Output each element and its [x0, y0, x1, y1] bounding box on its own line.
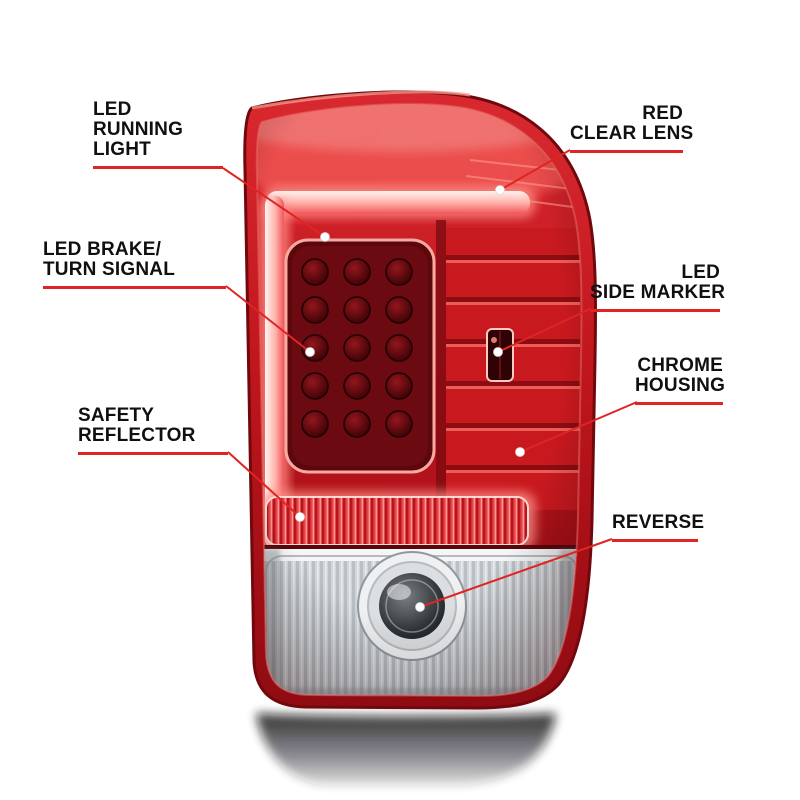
callout-led-brake-turn-signal: LED BRAKE/ TURN SIGNAL	[43, 239, 226, 290]
leader-line	[499, 149, 571, 191]
callout-text-line: REFLECTOR	[78, 425, 196, 447]
leader-line	[225, 285, 311, 353]
callout-text-line: SAFETY	[78, 405, 155, 426]
callout-text-line: HOUSING	[635, 375, 726, 397]
floor-reflection	[256, 713, 556, 785]
callout-reverse: REVERSE	[612, 512, 705, 543]
leader-line	[519, 401, 638, 453]
callout-dot	[295, 512, 305, 522]
callout-dots	[295, 185, 525, 612]
callout-text-line: LIGHT	[93, 139, 151, 161]
callout-safety-reflector: SAFETY REFLECTOR	[78, 405, 228, 456]
callout-chrome-housing: CHROME HOUSING	[635, 355, 726, 406]
leader-line	[222, 167, 326, 238]
top-edge-highlight	[251, 90, 471, 110]
leader-line	[497, 308, 591, 353]
callout-dot	[415, 602, 425, 612]
callout-text-line: RUNNING	[93, 119, 184, 141]
callout-led-running-light: LED RUNNING LIGHT	[93, 99, 223, 170]
callout-led-side-marker: LED SIDE MARKER	[590, 262, 726, 313]
callout-text-line: LED	[93, 99, 132, 120]
callout-text-line: RED	[642, 103, 683, 124]
callout-text-line: LED	[681, 262, 720, 283]
callout-red-clear-lens: RED CLEAR LENS	[570, 103, 694, 154]
callout-dot	[495, 185, 505, 195]
callout-dot	[493, 347, 503, 357]
callout-dot	[515, 447, 525, 457]
leader-line	[227, 451, 301, 518]
callout-text-line: CLEAR LENS	[570, 123, 694, 145]
lens-rim	[255, 102, 583, 698]
leader-lines	[222, 149, 638, 608]
callout-text-line: CHROME	[637, 355, 723, 376]
callout-dot	[320, 232, 330, 242]
callout-dot	[305, 347, 315, 357]
callout-text-line: SIDE MARKER	[590, 282, 726, 304]
callout-text-line: TURN SIGNAL	[43, 259, 176, 281]
leader-line	[419, 538, 613, 608]
callout-text-line: LED BRAKE/	[43, 239, 162, 260]
callout-text-line: REVERSE	[612, 512, 705, 533]
